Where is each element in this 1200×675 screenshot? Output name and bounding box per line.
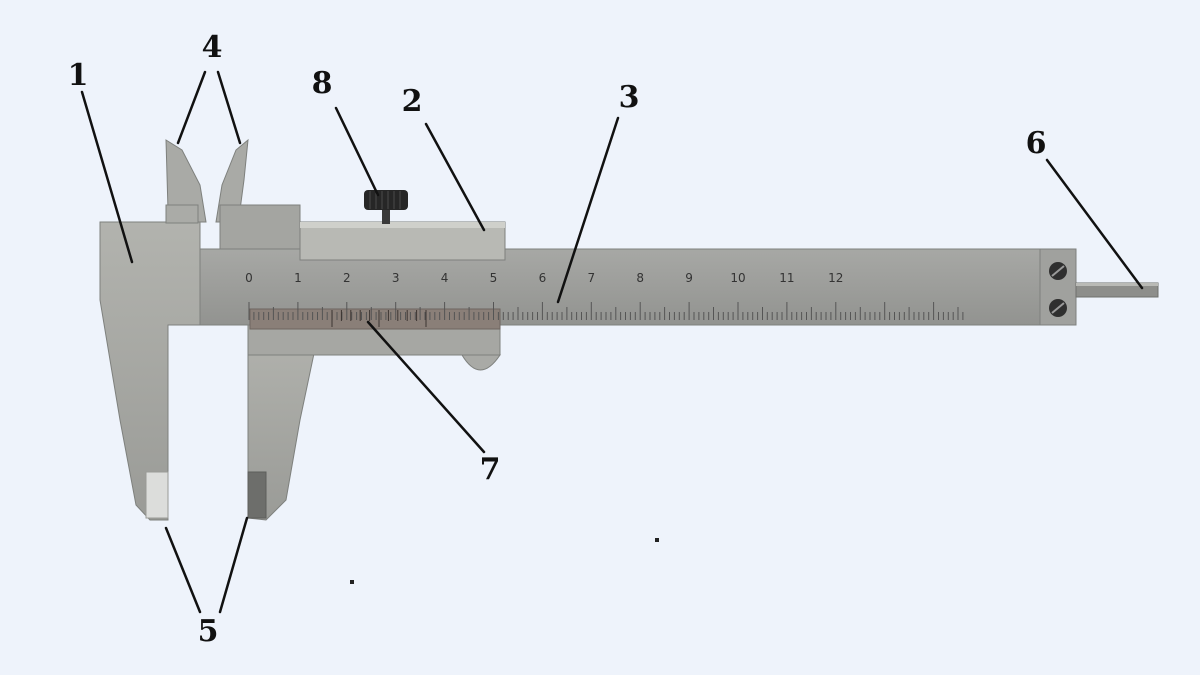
callout-5: 5	[197, 614, 219, 649]
leader-line-4-left	[176, 70, 207, 145]
depth-rod-highlight	[1076, 283, 1158, 286]
speck-1	[655, 538, 659, 542]
callout-4: 4	[201, 30, 223, 65]
scale-label: 8	[636, 271, 644, 285]
scale-label: 11	[779, 271, 794, 285]
inside-jaw-moving-base	[219, 204, 301, 250]
scale-label: 10	[730, 271, 745, 285]
vernier-scale-plate	[249, 308, 501, 330]
speck-2	[350, 580, 354, 584]
leader-line-6	[1045, 158, 1144, 290]
main-scale-ticks	[248, 302, 964, 320]
callout-8: 8	[311, 66, 333, 101]
scale-label: 9	[685, 271, 693, 285]
callout-1: 1	[67, 58, 89, 93]
scale-label: 4	[441, 271, 449, 285]
scale-label: 7	[587, 271, 595, 285]
thumb-wheel	[461, 354, 501, 371]
end-screw-lower	[1049, 299, 1067, 317]
leader-line-4-right	[216, 70, 242, 145]
lock-screw-head	[364, 190, 408, 210]
leader-line-5-left	[164, 526, 202, 614]
scale-label: 1	[294, 271, 302, 285]
lock-screw-knurl	[369, 191, 401, 209]
callout-2: 2	[401, 84, 423, 119]
callout-7: 7	[479, 452, 501, 487]
scale-label: 6	[539, 271, 547, 285]
leader-line-8	[334, 106, 380, 197]
callout-3: 3	[618, 80, 640, 115]
leader-line-5-right	[218, 516, 249, 614]
lock-screw-shaft	[382, 206, 390, 224]
leader-line-2	[424, 122, 486, 232]
moving-jaw-face	[247, 471, 267, 519]
fixed-jaw-face	[145, 471, 169, 519]
leader-line-7	[366, 320, 486, 454]
leader-line-1	[80, 90, 134, 264]
callout-6: 6	[1025, 126, 1047, 161]
inside-jaw-fixed-notch	[165, 204, 199, 224]
slider-frame-top-edge	[300, 222, 505, 228]
slider-frame-top	[299, 221, 506, 261]
scale-label: 2	[343, 271, 351, 285]
leader-lines	[80, 70, 1144, 614]
scale-label: 3	[392, 271, 400, 285]
end-screw-upper	[1049, 262, 1067, 280]
vernier-scale-ticks	[331, 310, 427, 327]
leader-line-3	[556, 116, 620, 304]
scale-label: 12	[828, 271, 843, 285]
scale-label: 5	[490, 271, 498, 285]
scale-label: 0	[245, 271, 253, 285]
